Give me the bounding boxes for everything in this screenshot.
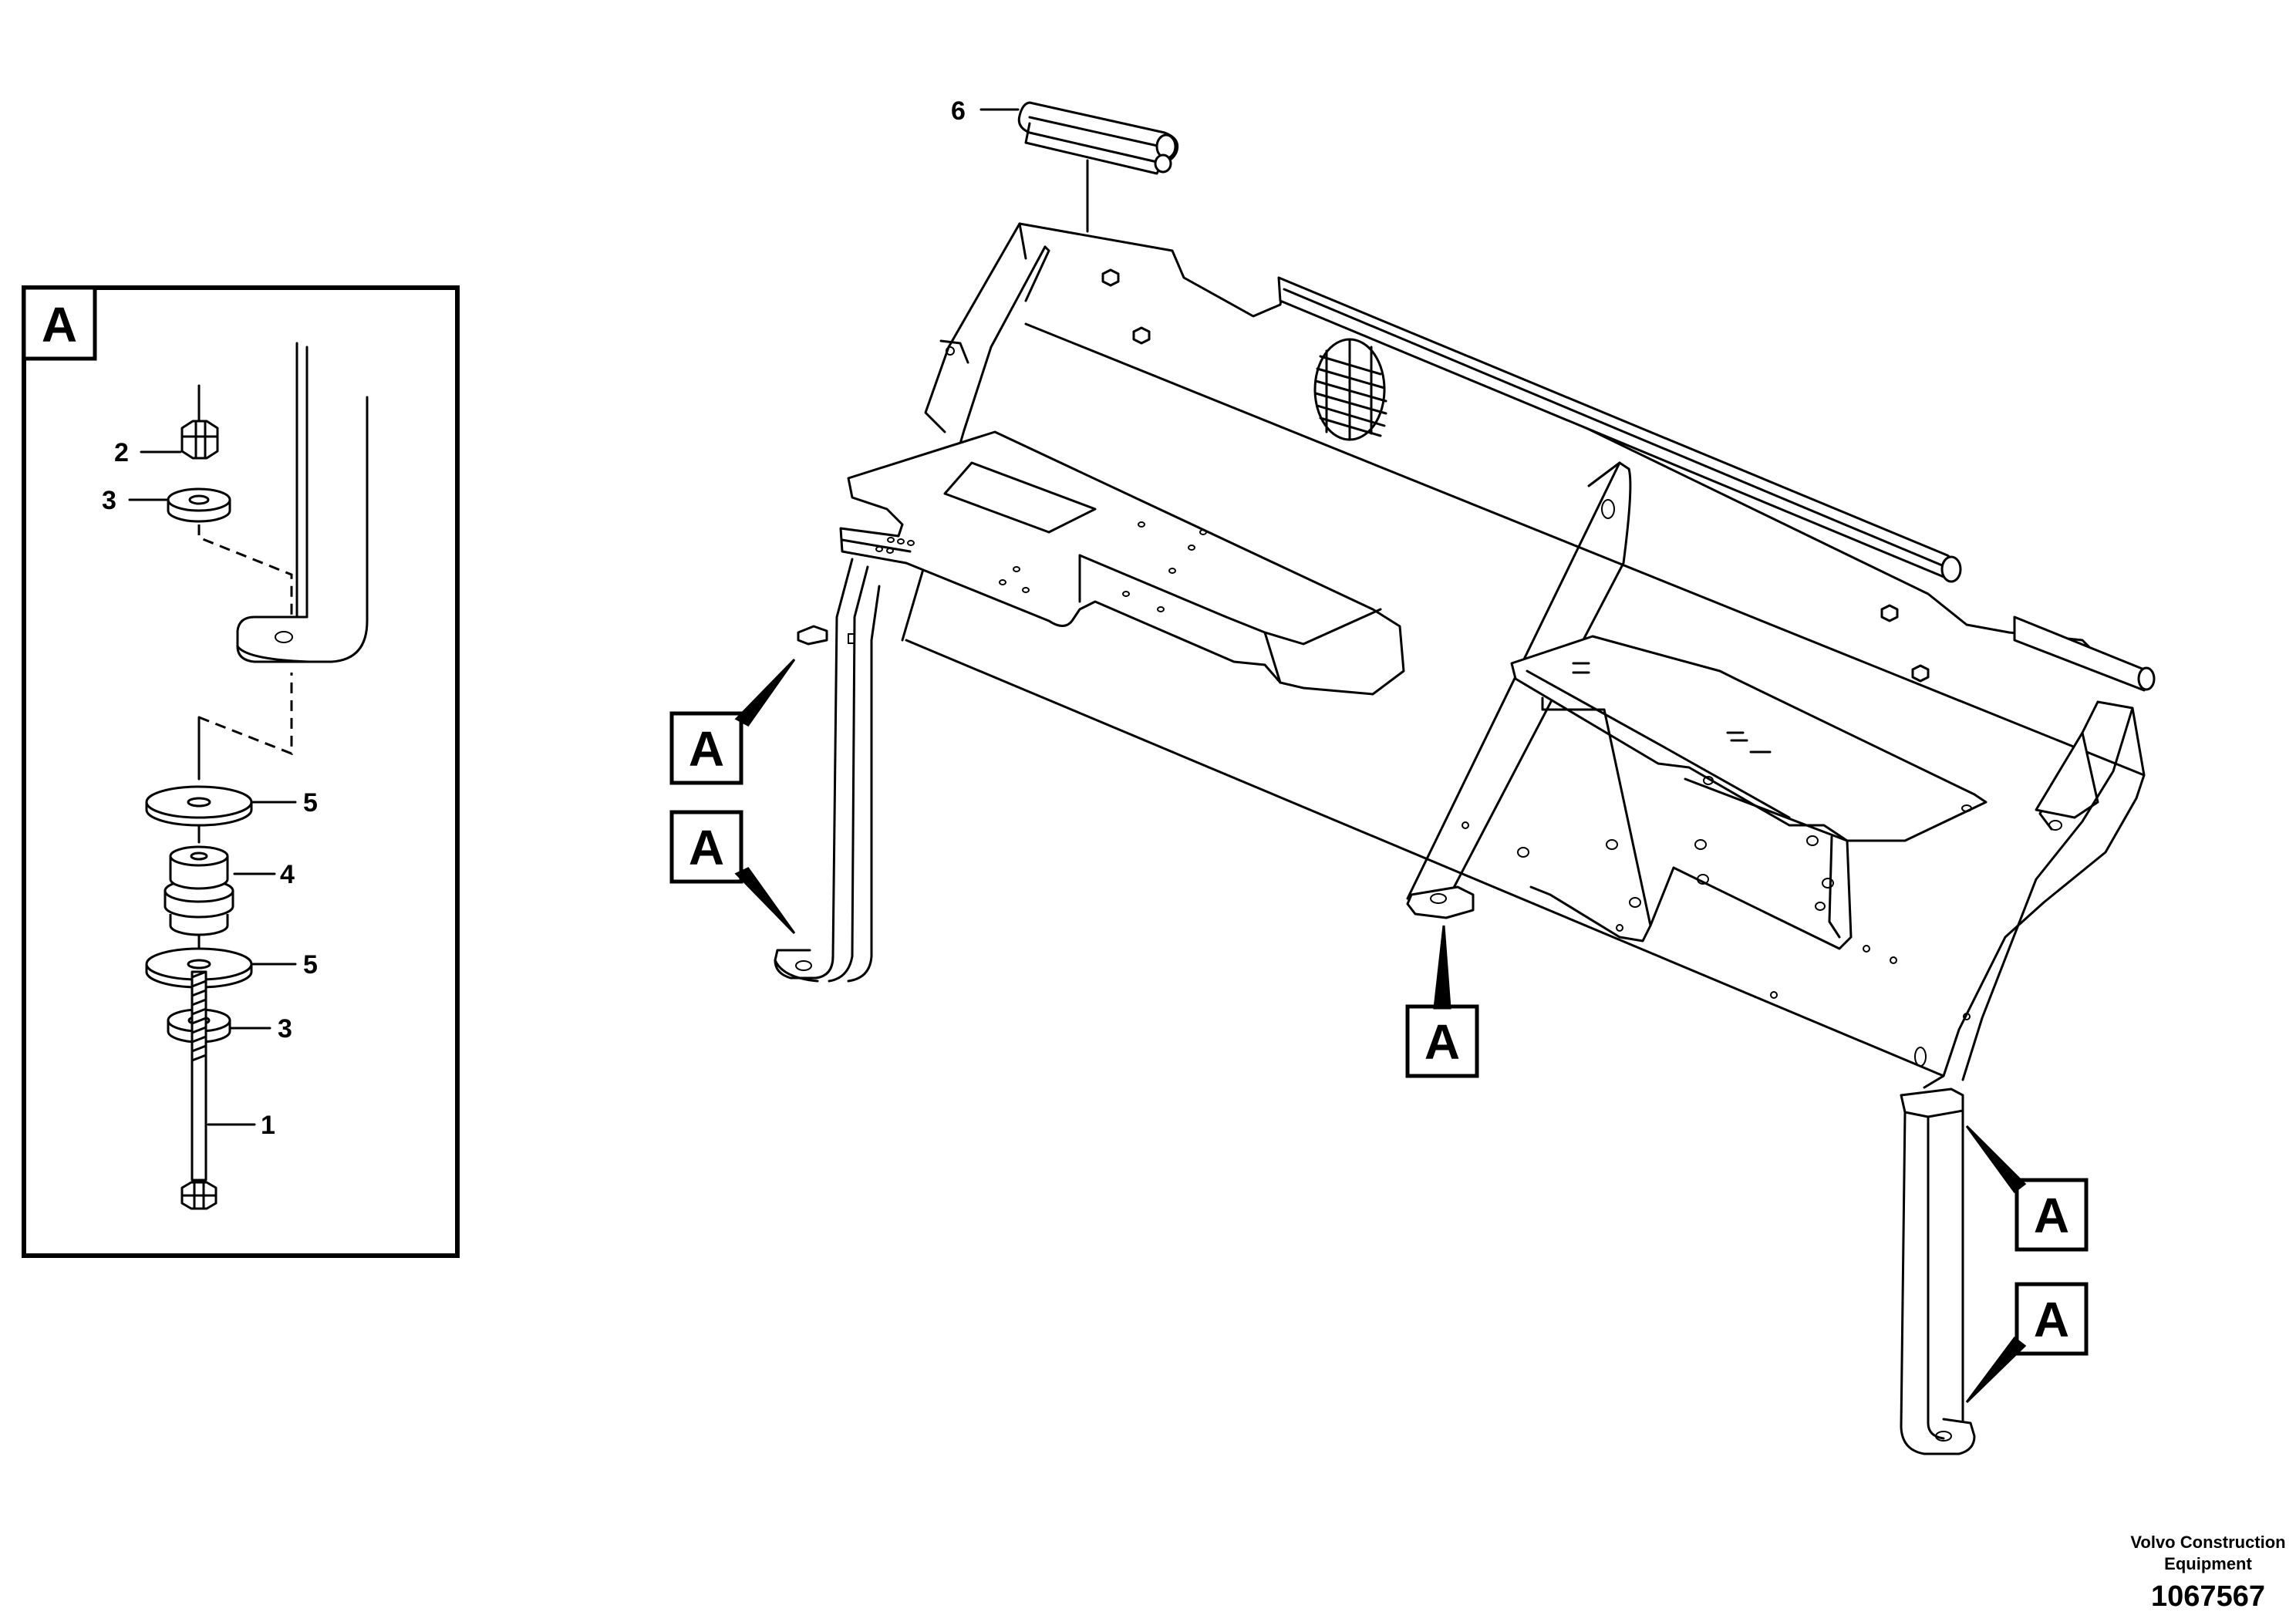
- callout-3-top: 3: [102, 486, 116, 515]
- callout-4: 4: [280, 860, 295, 889]
- rubber-mount: [164, 845, 234, 936]
- detail-label: A: [42, 297, 77, 352]
- callout-3-bottom: 3: [278, 1014, 292, 1044]
- drawing-number: 1067567: [2151, 1580, 2265, 1613]
- detail-view-a: A: [22, 285, 460, 1258]
- footer-block: Volvo Construction Equipment 1067567: [2130, 1533, 2285, 1613]
- callout-a-4-label: A: [2034, 1188, 2069, 1243]
- company-line-2: Equipment: [2164, 1554, 2252, 1573]
- callout-a-1-label: A: [689, 721, 724, 777]
- callout-a-5: A: [1965, 1282, 2089, 1404]
- callout-5-bottom: 5: [303, 950, 318, 980]
- callout-a-1: A: [669, 658, 796, 785]
- callout-a-2-label: A: [689, 820, 724, 875]
- detail-callouts: 2 3 5 4 5 3 1: [102, 438, 318, 1140]
- callout-1: 1: [261, 1111, 275, 1140]
- callout-a-5-label: A: [2034, 1292, 2069, 1347]
- shelf-holes-right: [1517, 662, 1972, 1020]
- right-rear-leg: [1900, 1088, 1976, 1455]
- large-washer-top: [145, 785, 253, 827]
- shelf-holes-left: [875, 521, 1207, 612]
- nut-part: [180, 420, 219, 460]
- callout-a-3: A: [1405, 925, 1479, 1078]
- callout-a-3-label: A: [1424, 1014, 1460, 1070]
- vent-grille: [1313, 338, 1387, 441]
- callout-6: 6: [951, 96, 966, 126]
- callout-a-2: A: [669, 810, 796, 935]
- cab-frame-assembly: 6: [774, 96, 2156, 1455]
- callout-2: 2: [114, 438, 129, 467]
- bolt-part: [180, 970, 217, 1210]
- frame-leg-section: [236, 342, 369, 663]
- detail-label-box: [22, 285, 97, 361]
- middle-bracket: [1406, 461, 1632, 919]
- small-washer-top: [167, 487, 231, 523]
- callout-a-4: A: [1965, 1125, 2089, 1252]
- left-front-leg: [774, 558, 881, 983]
- company-line-1: Volvo Construction: [2130, 1533, 2285, 1552]
- edge-trim-part: 6: [951, 96, 1179, 233]
- panel-nuts: [1101, 268, 1930, 683]
- callout-5-top: 5: [303, 788, 318, 818]
- right-side-bracket: [1914, 700, 2146, 1089]
